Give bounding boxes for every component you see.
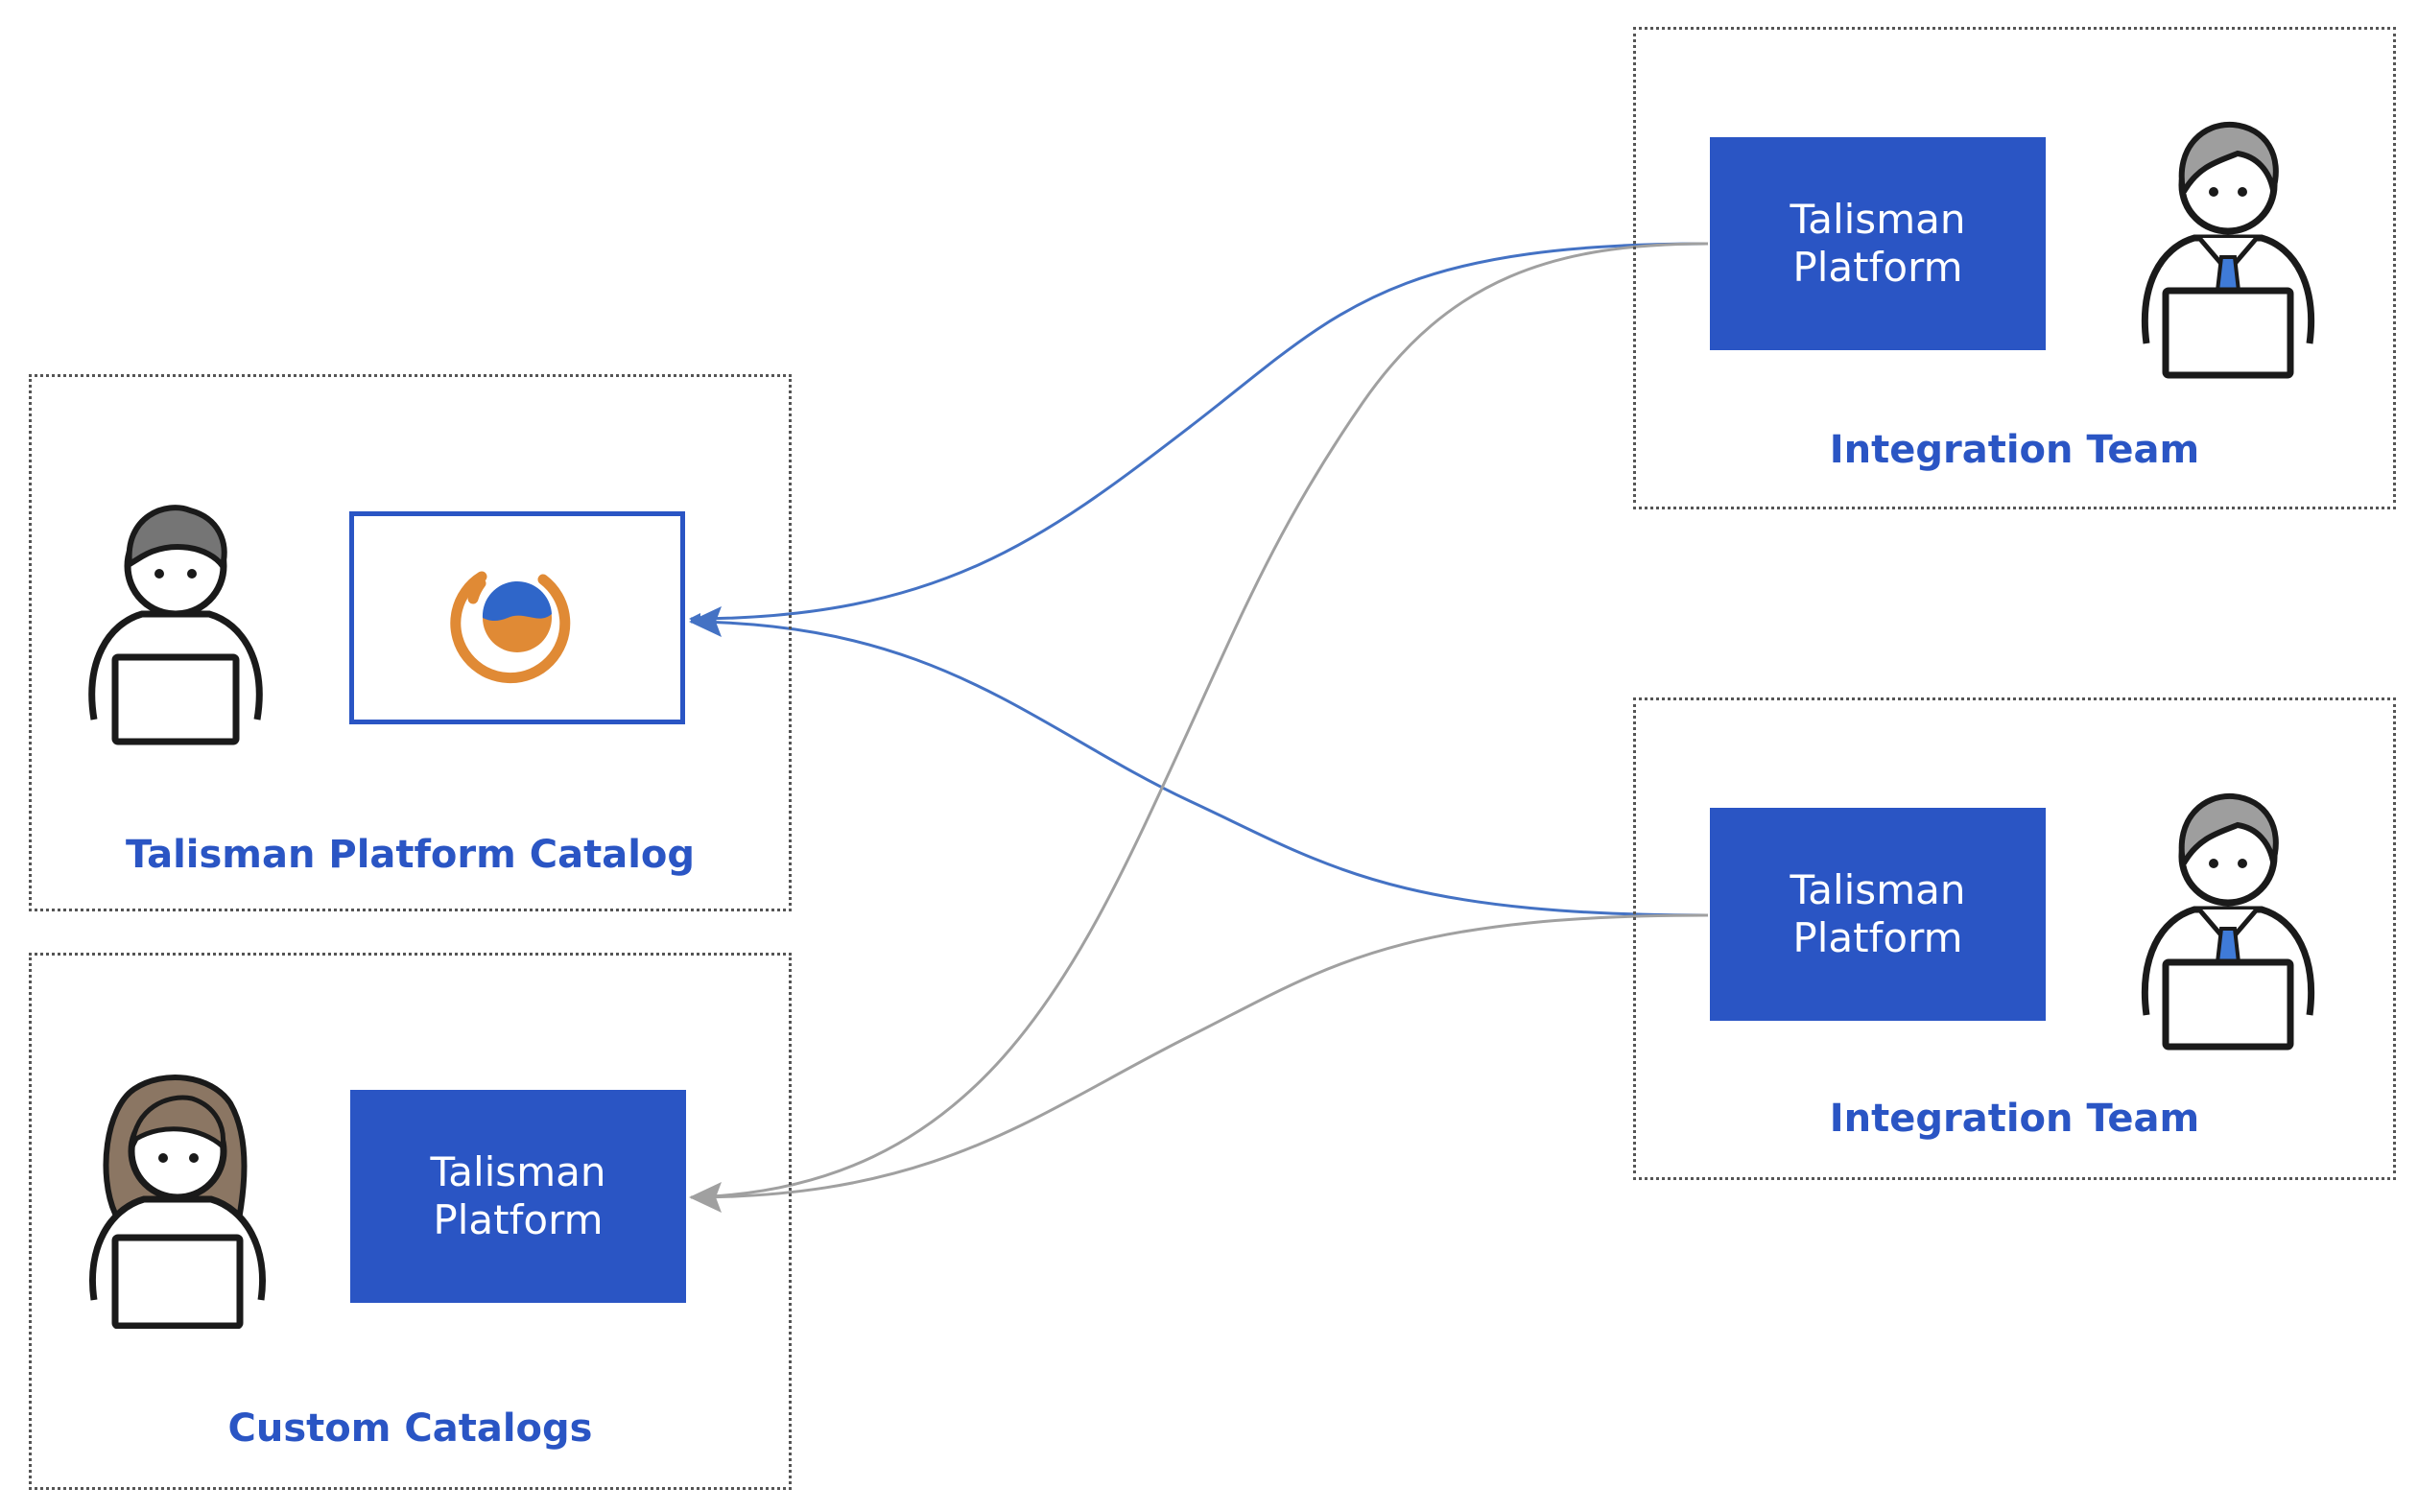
integration-team-top-label: Integration Team (1829, 428, 2200, 472)
team-bottom-user-icon (2141, 792, 2315, 1051)
custom-group: Custom Catalogs (29, 953, 792, 1490)
connector-bottom-team-to-custom (690, 913, 1709, 1199)
arrowhead-catalog (689, 606, 722, 637)
custom-platform-box[interactable]: Talisman Platform (350, 1090, 686, 1303)
team-top-user-icon (2141, 121, 2315, 379)
team-bottom-platform-label-line1: Talisman (1790, 866, 1966, 913)
talisman-logo-icon (450, 571, 571, 684)
team-top-platform-box[interactable]: Talisman Platform (1710, 137, 2046, 350)
integration-team-bottom-group: Integration Team (1633, 697, 2396, 1180)
team-bottom-platform-label-line2: Platform (1792, 914, 1963, 961)
team-bottom-platform-box[interactable]: Talisman Platform (1710, 808, 2046, 1021)
catalog-logo-box[interactable] (349, 511, 685, 724)
custom-platform-label-line2: Platform (433, 1196, 604, 1243)
connector-bottom-team-to-catalog (690, 620, 1709, 917)
catalog-group: Talisman Platform Catalog (29, 374, 792, 911)
catalog-user-icon (88, 505, 263, 745)
integration-team-bottom-label: Integration Team (1829, 1097, 2200, 1141)
connector-top-team-to-catalog (689, 242, 1709, 625)
catalog-group-label: Talisman Platform Catalog (125, 833, 696, 877)
custom-user-icon (89, 1075, 266, 1329)
custom-platform-label-line1: Talisman (430, 1148, 606, 1195)
custom-group-label: Custom Catalogs (227, 1406, 593, 1451)
connector-top-team-to-custom (690, 242, 1709, 1199)
team-top-platform-label-line2: Platform (1792, 244, 1963, 291)
integration-team-top-group: Integration Team (1633, 27, 2396, 509)
team-top-platform-label-line1: Talisman (1790, 196, 1966, 243)
arrowhead-custom (689, 1182, 722, 1213)
